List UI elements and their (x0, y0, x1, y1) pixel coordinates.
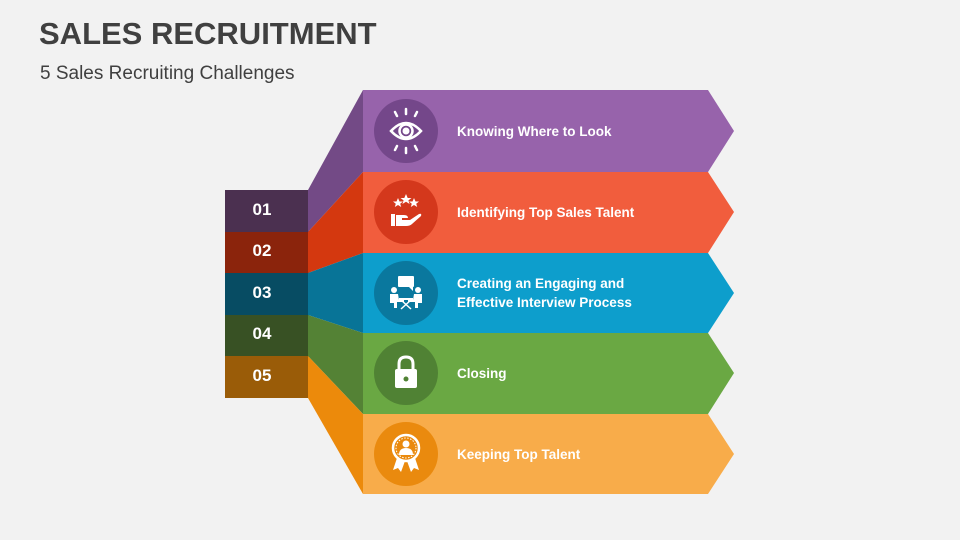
connector-5 (308, 356, 363, 494)
band-1 (363, 90, 734, 172)
connector-4 (308, 315, 363, 414)
band-4 (363, 333, 734, 414)
challenge-label-4: Closing (457, 366, 507, 381)
connector-2 (308, 172, 363, 273)
number-box-2 (225, 232, 309, 273)
step-number-4: 04 (252, 324, 272, 343)
band-5 (363, 414, 734, 494)
number-box-5 (225, 356, 309, 398)
slide-title: SALES RECRUITMENT (39, 16, 377, 51)
number-box-4 (225, 315, 309, 356)
number-box-3 (225, 273, 309, 315)
slide-subtitle: 5 Sales Recruiting Challenges (40, 63, 295, 84)
band-2 (363, 172, 734, 253)
connector-3 (308, 253, 363, 333)
step-number-5: 05 (252, 366, 272, 385)
lock-icon (395, 355, 417, 388)
step-number-3: 03 (252, 283, 272, 302)
icon-circle-3 (374, 261, 438, 325)
step-number-2: 02 (252, 241, 272, 260)
hand-stars-icon (391, 194, 422, 226)
award-badge-icon (391, 433, 421, 472)
interview-icon (390, 276, 422, 310)
connector-1 (308, 90, 363, 232)
challenge-label-2: Identifying Top Sales Talent (457, 205, 635, 220)
number-box-1 (225, 190, 309, 232)
challenge-label-3: Creating an Engaging and Effective Inter… (457, 276, 632, 310)
challenge-label-5: Keeping Top Talent (457, 446, 581, 462)
step-number-1: 01 (252, 200, 272, 219)
eye-icon (389, 107, 423, 155)
icon-circle-2 (374, 180, 438, 244)
band-3 (363, 253, 734, 333)
challenge-label-1: Knowing Where to Look (457, 123, 612, 139)
